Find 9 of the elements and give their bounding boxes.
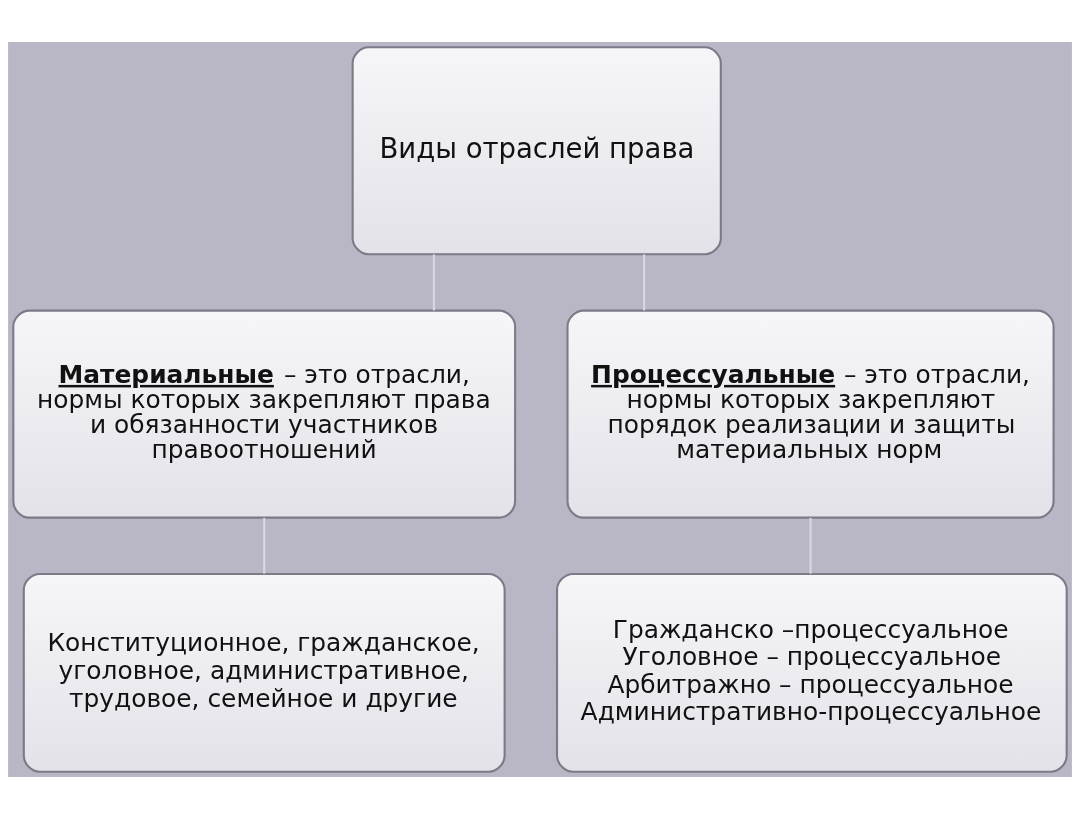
node-box: Конституционное, гражданское, уголовное, административное, трудовое, семейное и другие bbox=[22, 572, 506, 773]
node-box: Процессуальные – это отрасли, нормы которых закрепляют порядок реализации и защиты материальных норм bbox=[566, 309, 1055, 519]
node-box: Материальные – это отрасли, нормы которых закрепляют права и обязанности участников правоотношений bbox=[12, 309, 517, 519]
connector bbox=[263, 517, 266, 574]
node-box: Виды отраслей права bbox=[351, 46, 722, 256]
connector bbox=[643, 254, 646, 311]
node-box: Гражданско –процессуальное Уголовное – процессуальное Арбитражно – процессуальное Административно-процессуальное bbox=[556, 572, 1068, 773]
connector bbox=[432, 254, 435, 311]
connector bbox=[809, 517, 812, 574]
